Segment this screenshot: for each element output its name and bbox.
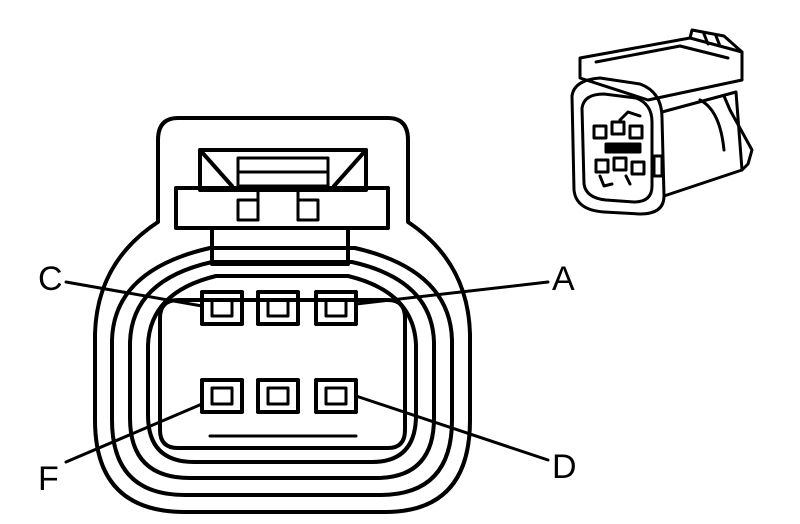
housing-seal-ring-2 bbox=[128, 260, 436, 480]
cavity-e bbox=[256, 378, 300, 414]
lock-collar bbox=[174, 186, 390, 230]
lock-ramp-left bbox=[198, 148, 234, 188]
cavity-b bbox=[256, 290, 300, 326]
lock-tower-inner bbox=[198, 148, 368, 192]
lock-ramp-right bbox=[332, 148, 368, 188]
cavity-a bbox=[314, 290, 358, 326]
housing-seal-ring-1 bbox=[110, 246, 454, 497]
terminal-cavity-block bbox=[158, 298, 407, 450]
lock-base bbox=[210, 226, 350, 266]
pin-label-f: F bbox=[38, 460, 59, 498]
leader-line-c bbox=[64, 280, 204, 308]
cavity-f bbox=[200, 378, 244, 414]
lock-tab-right bbox=[296, 198, 320, 222]
pin-label-c: C bbox=[38, 260, 63, 298]
lock-tab-left bbox=[236, 198, 260, 222]
cavity-d bbox=[314, 378, 358, 414]
pin-label-a: A bbox=[552, 260, 575, 298]
connector-face-view bbox=[64, 116, 550, 514]
connector-isometric-view bbox=[570, 28, 754, 216]
cavity-c bbox=[200, 290, 244, 326]
leader-line-a bbox=[354, 280, 550, 306]
leader-line-f bbox=[64, 402, 204, 464]
pin-label-d: D bbox=[552, 448, 577, 486]
leader-line-d bbox=[354, 394, 550, 462]
housing-outer-outline bbox=[93, 116, 472, 514]
